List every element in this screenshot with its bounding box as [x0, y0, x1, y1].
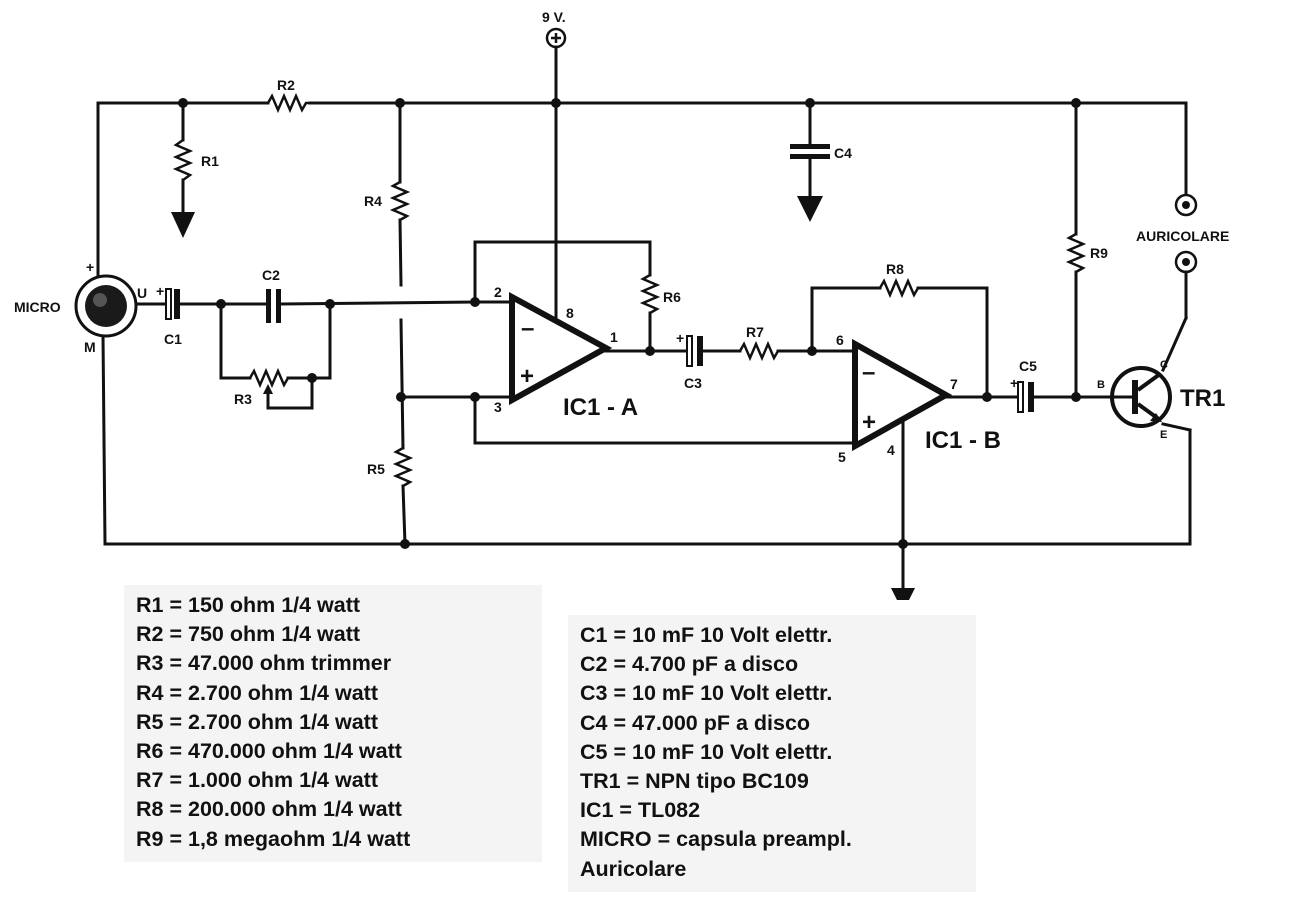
ic1a-plus: + [520, 363, 534, 390]
trimmer-r3: R3 [219, 302, 332, 410]
part-r5: R5 = 2.700 ohm 1/4 watt [136, 709, 378, 734]
part-r9: R9 = 1,8 megaohm 1/4 watt [136, 826, 411, 851]
ic1a-pin3: 3 [494, 399, 502, 415]
ic1a-label: IC1 - A [563, 394, 638, 421]
c1-label: C1 [164, 331, 182, 347]
part-c1: C1 = 10 mF 10 Volt elettr. [580, 623, 833, 647]
r1-label: R1 [201, 153, 219, 169]
part-r7: R7 = 1.000 ohm 1/4 watt [136, 768, 378, 793]
ic1b-label: IC1 - B [925, 427, 1001, 454]
capacitor-c5: + C5 [1010, 358, 1037, 413]
c5-label: C5 [1019, 358, 1037, 374]
r6-label: R6 [663, 289, 681, 305]
r2-label: R2 [277, 77, 295, 93]
transistor-tr1: TR1 B C E [1097, 359, 1225, 441]
capacitor-c1: + C1 [156, 283, 182, 347]
part-auricolare: Auricolare [580, 856, 687, 881]
supply-label: 9 V. [542, 9, 566, 25]
part-ic1: IC1 = TL082 [580, 798, 701, 823]
c2-label: C2 [262, 267, 280, 283]
r4-label: R4 [364, 193, 382, 209]
ic1b-minus: – [862, 359, 875, 386]
resistor-r8: R8 [810, 261, 989, 399]
c3-label: C3 [684, 375, 702, 391]
c4-label: C4 [834, 145, 852, 161]
opamp-ic1a: – + IC1 - A 2 3 8 1 [494, 284, 638, 421]
r7-label: R7 [746, 324, 764, 340]
resistor-r9: R9 [1065, 101, 1108, 399]
resistor-r6: R6 [473, 240, 681, 353]
micro-plus: + [86, 259, 94, 275]
micro-label: MICRO [14, 299, 61, 315]
r3-label: R3 [234, 391, 252, 407]
tr1-label: TR1 [1180, 385, 1225, 412]
junctions [178, 98, 1081, 549]
c3-plus: + [676, 330, 684, 346]
ground-rail [101, 333, 1192, 546]
r9-label: R9 [1090, 245, 1108, 261]
parts-list-resistors: R1 = 150 ohm 1/4 watt R2 = 750 ohm 1/4 w… [124, 585, 542, 862]
earphone-jacks: AURICOLARE [1136, 193, 1229, 274]
capacitor-c3: + C3 [676, 330, 703, 391]
opamp-ic1b: – + IC1 - B 6 5 4 7 [836, 332, 1001, 465]
micro-m: M [84, 339, 96, 355]
tr1-pin-b: B [1097, 379, 1105, 391]
ic1a-pin8: 8 [566, 305, 574, 321]
microphone: MICRO + U M [14, 259, 147, 355]
tr1-pin-e: E [1160, 429, 1167, 441]
ic1a-pin2: 2 [494, 284, 502, 300]
ic1b-pin7: 7 [950, 376, 958, 392]
c1-plus: + [156, 283, 164, 299]
ic1b-pin4: 4 [887, 442, 895, 458]
resistor-r7: R7 [738, 324, 780, 362]
r5-label: R5 [367, 461, 385, 477]
resistor-r5: R5 [367, 318, 414, 546]
circuit-schematic: 9 V. R2 R1 R4 R5 [14, 9, 1229, 600]
part-r6: R6 = 470.000 ohm 1/4 watt [136, 739, 402, 764]
earphone-label: AURICOLARE [1136, 228, 1229, 244]
supply-terminal: 9 V. [542, 9, 567, 49]
part-c5: C5 = 10 mF 10 Volt elettr. [580, 739, 833, 764]
resistor-r4: R4 [364, 101, 411, 287]
part-r4: R4 = 2.700 ohm 1/4 watt [136, 680, 378, 705]
ground-icon-r1 [171, 212, 195, 238]
part-r3: R3 = 47.000 ohm trimmer [136, 651, 392, 676]
ic1b-pin6: 6 [836, 332, 844, 348]
part-micro: MICRO = capsula preampl. [580, 827, 852, 852]
micro-u: U [137, 285, 147, 301]
part-r8: R8 = 200.000 ohm 1/4 watt [136, 797, 402, 822]
part-tr1: TR1 = NPN tipo BC109 [580, 769, 809, 794]
capacitor-c2: C2 [262, 267, 281, 323]
r8-label: R8 [886, 261, 904, 277]
capacitor-c4: C4 [790, 101, 852, 222]
part-c3: C3 = 10 mF 10 Volt elettr. [580, 681, 833, 706]
tr1-pin-c: C [1160, 359, 1168, 371]
c5-plus: + [1010, 375, 1018, 391]
resistor-r2: R2 [266, 77, 310, 114]
parts-list-others: C1 = 10 mF 10 Volt elettr. C2 = 4.700 pF… [568, 615, 976, 892]
part-c2: C2 = 4.700 pF a disco [580, 652, 799, 677]
part-r1: R1 = 150 ohm 1/4 watt [136, 593, 361, 617]
ic1b-plus: + [862, 409, 876, 436]
ic1a-minus: – [521, 315, 534, 342]
ground-icon-c4 [797, 196, 823, 222]
part-r2: R2 = 750 ohm 1/4 watt [136, 622, 361, 647]
resistor-r1: R1 [171, 101, 219, 238]
ic1a-pin1: 1 [610, 329, 618, 345]
ic1b-pin5: 5 [838, 449, 846, 465]
part-c4: C4 = 47.000 pF a disco [580, 710, 811, 735]
ground-icon-main [891, 588, 915, 600]
